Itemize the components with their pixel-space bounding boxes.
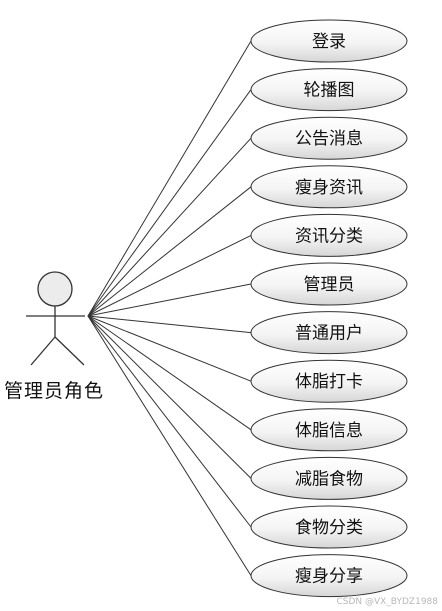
association-line <box>87 315 252 382</box>
association-line <box>87 186 252 317</box>
use-cases: 登录轮播图公告消息瘦身资讯资讯分类管理员普通用户体脂打卡体脂信息减脂食物食物分类… <box>250 19 408 598</box>
use-case-ellipse <box>250 213 408 257</box>
use-case: 公告消息 <box>250 116 408 160</box>
use-case-ellipse <box>250 19 408 63</box>
use-case-ellipse <box>250 311 408 355</box>
use-case: 资讯分类 <box>250 213 408 257</box>
use-case-ellipse <box>250 456 408 500</box>
use-case-ellipse <box>250 165 408 209</box>
use-case-ellipse <box>250 68 408 112</box>
use-case-ellipse <box>250 505 408 549</box>
use-case-label: 公告消息 <box>295 129 363 149</box>
association-line <box>87 40 252 317</box>
use-case: 轮播图 <box>250 68 408 112</box>
association-lines <box>87 40 252 576</box>
association-line <box>87 283 252 317</box>
actor-right-leg <box>54 336 85 366</box>
use-case-label: 管理员 <box>304 275 355 295</box>
association-line <box>87 315 252 479</box>
use-case: 食物分类 <box>250 505 408 549</box>
use-case-label: 减脂食物 <box>295 469 363 489</box>
use-case-ellipse <box>250 359 408 403</box>
use-case-label: 普通用户 <box>295 324 363 344</box>
use-case-ellipse <box>250 408 408 452</box>
use-case-ellipse <box>250 262 408 306</box>
use-case: 体脂信息 <box>250 408 408 452</box>
actor-head <box>37 271 73 307</box>
use-case: 管理员 <box>250 262 408 306</box>
use-case-label: 轮播图 <box>304 81 355 101</box>
association-line <box>87 234 252 317</box>
association-line <box>87 315 252 334</box>
association-line <box>87 315 252 431</box>
association-line <box>87 137 252 317</box>
use-case: 瘦身资讯 <box>250 165 408 209</box>
use-case-label: 登录 <box>312 32 346 52</box>
use-case: 减脂食物 <box>250 456 408 500</box>
use-case-label: 体脂打卡 <box>295 372 363 392</box>
actor-left-leg <box>30 336 56 366</box>
use-case: 登录 <box>250 19 408 63</box>
association-line <box>87 89 252 317</box>
association-line <box>87 315 252 576</box>
use-case: 瘦身分享 <box>250 554 408 598</box>
use-case-ellipse <box>250 554 408 598</box>
association-line <box>87 315 252 528</box>
use-case-label: 食物分类 <box>295 518 363 538</box>
use-case: 体脂打卡 <box>250 359 408 403</box>
actor-stick-figure-icon <box>26 271 85 366</box>
actor-label: 管理员角色 <box>4 380 105 402</box>
use-case-label: 体脂信息 <box>295 421 363 441</box>
use-case-label: 瘦身资讯 <box>295 178 363 198</box>
use-case-label: 瘦身分享 <box>295 567 363 587</box>
watermark: CSDN @VX_BYDZ1988 <box>336 597 438 607</box>
use-case-ellipse <box>250 116 408 160</box>
use-case-label: 资讯分类 <box>295 226 363 246</box>
use-case: 普通用户 <box>250 311 408 355</box>
